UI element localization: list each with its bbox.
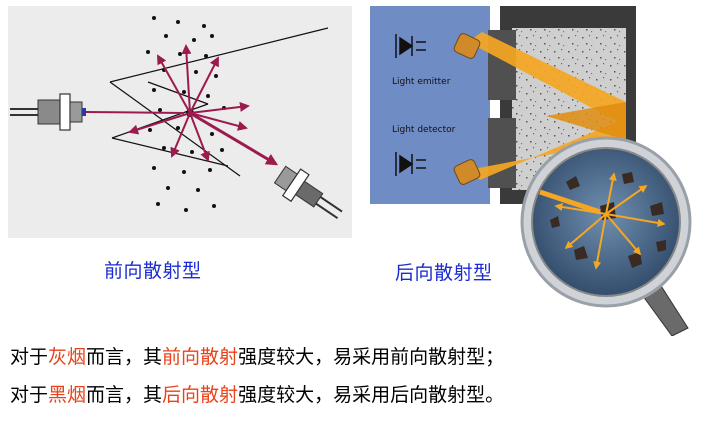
detector-led — [453, 159, 481, 185]
emitted-beam — [468, 32, 626, 126]
detector-label: Light detector — [392, 125, 456, 135]
emitter-label: Light emitter — [392, 77, 451, 87]
beam-overlap — [546, 102, 626, 140]
line1-part3: 强度较大，易采用前向散射型； — [238, 346, 505, 368]
scattered-light-arrows — [128, 44, 250, 162]
forward-scatter-svg — [10, 16, 343, 219]
line2-highlight-scatter: 后向散射 — [162, 384, 239, 406]
magnifier-lens — [520, 136, 692, 308]
forward-scatter-arrow — [189, 111, 279, 166]
backward-scatter-diagram: Light emitter Light detector — [370, 6, 710, 337]
line1-part2: 而言，其 — [86, 346, 163, 368]
backward-scatter-caption: 后向散射型 — [395, 262, 493, 284]
forward-scatter-caption: 前向散射型 — [104, 260, 202, 282]
smoke-particles — [146, 16, 226, 212]
line2-part1: 对于 — [10, 384, 49, 406]
forward-scatter-diagram — [8, 6, 352, 238]
light-cone-lines — [109, 27, 329, 177]
backward-scatter-svg: Light emitter Light detector — [370, 6, 692, 337]
detector-housing — [488, 118, 516, 188]
line2-part3: 强度较大，易采用后向散射型。 — [238, 384, 505, 406]
emitter-diode-icon — [395, 34, 426, 58]
line1-part1: 对于 — [10, 346, 49, 368]
line2-part2: 而言，其 — [86, 384, 163, 406]
incident-beam — [85, 111, 185, 114]
scattered-beam — [468, 118, 626, 180]
emitter-led — [453, 33, 481, 59]
detector-diode-icon — [395, 152, 426, 176]
explanation-line-2: 对于黑烟而言，其后向散射强度较大，易采用后向散射型。 — [10, 380, 504, 407]
explanation-line-1: 对于灰烟而言，其前向散射强度较大，易采用前向散射型； — [10, 342, 504, 369]
line2-highlight-smoke: 黑烟 — [48, 384, 87, 406]
light-emitter-icon — [10, 93, 86, 131]
light-detector-icon — [273, 165, 343, 219]
line1-highlight-smoke: 灰烟 — [48, 346, 87, 368]
line1-highlight-scatter: 前向散射 — [162, 346, 239, 368]
